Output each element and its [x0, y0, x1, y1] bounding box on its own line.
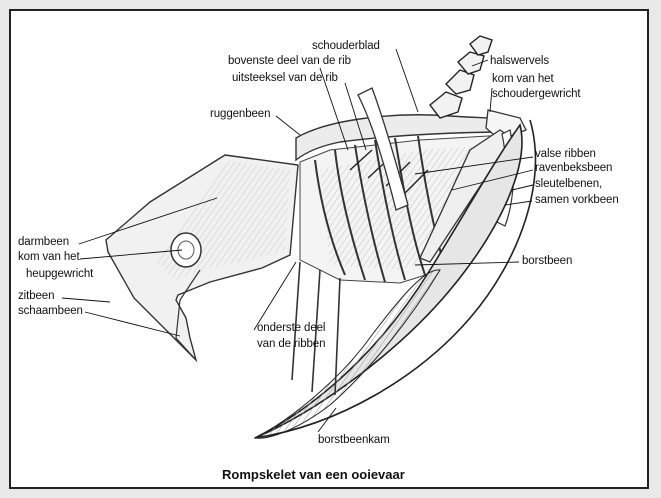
label-borstbeenkam: borstbeenkam	[318, 434, 390, 447]
label-schaambeen: schaambeen	[18, 305, 83, 318]
label-valse-ribben: valse ribben	[535, 148, 596, 161]
label-ruggenbeen: ruggenbeen	[210, 108, 270, 121]
label-kom-heupgewricht-1: kom van het	[18, 251, 80, 264]
label-schouderblad: schouderblad	[312, 40, 380, 53]
label-darmbeen: darmbeen	[18, 236, 69, 249]
label-bovenste-deel-rib: bovenste deel van de rib	[228, 55, 351, 68]
label-halswervels: halswervels	[490, 55, 549, 68]
label-kom-heupgewricht-2: heupgewricht	[26, 268, 93, 281]
label-kom-schoudergewricht-1: kom van het	[492, 73, 554, 86]
figure-caption: Rompskelet van een ooievaar	[222, 467, 405, 482]
halswervels-shape	[430, 36, 492, 118]
label-samen-vorkbeen: samen vorkbeen	[535, 194, 619, 207]
label-kom-schoudergewricht-2: schoudergewricht	[492, 88, 581, 101]
label-borstbeen: borstbeen	[522, 255, 572, 268]
label-onderste-deel: onderste deel	[257, 322, 325, 335]
hip-socket	[171, 233, 201, 267]
borstbeenkam-shape	[255, 270, 440, 438]
label-zitbeen: zitbeen	[18, 290, 54, 303]
label-sleutelbenen: sleutelbenen,	[535, 178, 602, 191]
label-ravenbeksbeen: ravenbeksbeen	[535, 162, 612, 175]
label-van-de-ribben: van de ribben	[257, 338, 325, 351]
label-uitsteeksel-rib: uitsteeksel van de rib	[232, 72, 338, 85]
